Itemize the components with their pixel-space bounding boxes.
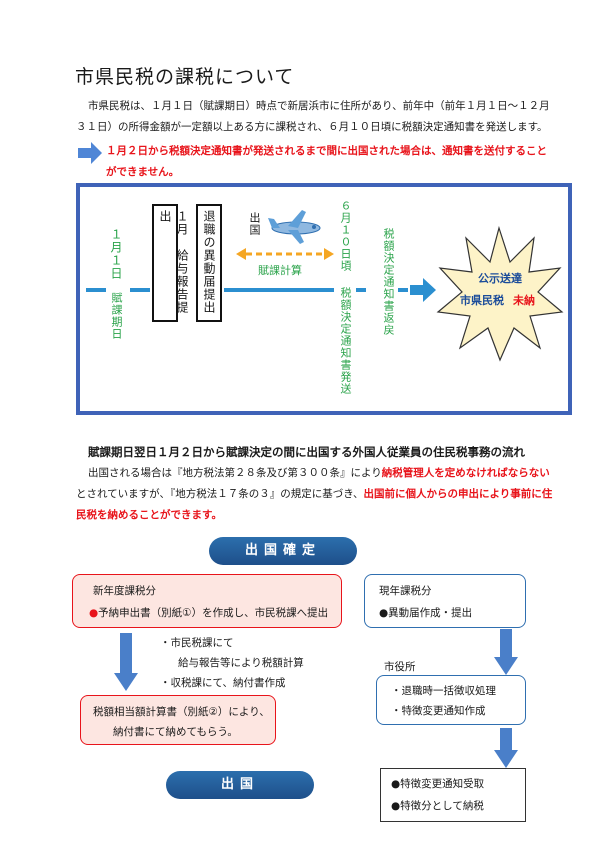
salary-report-text: １月 給与報告提出	[158, 210, 189, 314]
airplane-icon	[268, 210, 321, 244]
calc-box-line-1: 税額相当額計算書（別紙②）により、	[93, 706, 270, 718]
new-year-box: 新年度課税分 ●予納申出書（別紙①）を作成し、市民税課へ提出	[72, 574, 342, 628]
salary-report-box: １月 給与報告提出	[152, 204, 189, 322]
page-title: 市県民税の課税について	[75, 66, 295, 88]
intro-line-2: ３１日）の所得金額が一定額以上ある方に課税され、６月１０日頃に税額決定通知書を発…	[76, 121, 548, 133]
jan1-label: １月１日	[109, 228, 123, 280]
section2-p3: 民税を納めることができます。	[76, 509, 222, 521]
new-year-title: 新年度課税分	[93, 585, 156, 597]
bullet-icon: ●	[89, 607, 99, 619]
intro-line-1: 市県民税は、１月１日（賦課期日）時点で新居浜市に住所があり、前年中（前年１月１日…	[88, 100, 550, 112]
shukkoku-label: 出国	[248, 212, 261, 236]
right-down-arrow-2-icon	[494, 728, 518, 768]
city-label: 市役所	[384, 661, 416, 673]
section2-p1a: 出国される場合は『地方税法第２８条及び第３００条』により	[88, 467, 382, 479]
june10-label: ６月１０日頃	[339, 200, 352, 272]
retire-report-box: 退職の異動届提出	[196, 204, 222, 322]
city-box: ・退職時一括徴収処理 ・特徴変更通知作成	[376, 675, 526, 725]
notice-arrow-icon	[78, 142, 102, 164]
city-item-1: ・退職時一括徴収処理	[391, 685, 496, 697]
calc-box-line-2: 納付書にて納めてもらう。	[113, 726, 238, 738]
mid-a1: ・市民税課にて	[160, 637, 234, 649]
section2-p2a: とされていますが、『地方税法１７条の３』の規定に基づき、	[76, 488, 364, 500]
depart-pill: 出国	[166, 771, 314, 799]
star-text-1: 公示送達	[478, 272, 522, 285]
final-box: ●特徴変更通知受取 ●特徴分として納税	[380, 768, 526, 822]
burst-star-icon	[436, 225, 564, 362]
timeline-arrow-icon	[410, 278, 436, 302]
confirm-pill: 出国確定	[209, 537, 357, 565]
calc-label: 賦課計算	[258, 264, 302, 277]
timeline-line-seg-2	[356, 288, 366, 292]
notice-line-2: ができません。	[106, 166, 180, 178]
section2-p2b: 出国前に個人からの申出により事前に住	[363, 488, 553, 500]
final-item-1: ●特徴変更通知受取	[391, 778, 485, 790]
timeline-frame	[76, 183, 572, 415]
timeline-line-seg-3	[398, 288, 408, 292]
final-item-2: ●特徴分として納税	[391, 800, 484, 812]
city-item-2: ・特徴変更通知作成	[391, 705, 486, 717]
current-year-item: ●異動届作成・提出	[379, 607, 473, 619]
left-down-arrow-icon	[114, 633, 138, 691]
timeline-line-seg	[130, 288, 150, 292]
fuka-label: 賦課期日	[110, 292, 123, 340]
current-year-box: 現年課税分 ●異動届作成・提出	[364, 574, 526, 628]
new-year-item: 予納申出書（別紙①）を作成し、市民税課へ提出	[98, 607, 329, 619]
star-text-2a: 市県民税	[460, 294, 504, 307]
current-year-title: 現年課税分	[379, 585, 432, 597]
notice-line-1: １月２日から税額決定通知書が発送されるまで間に出国された場合は、通知書を送付する…	[106, 145, 547, 157]
timeline-line-start	[86, 288, 106, 292]
retire-report-text: 退職の異動届提出	[202, 210, 216, 314]
right-down-arrow-icon	[494, 629, 518, 675]
section2-heading: 賦課期日翌日１月２日から賦課決定の間に出国する外国人従業員の住民税事務の流れ	[88, 445, 525, 459]
star-text-2b: 未納	[513, 294, 535, 307]
section2-p1b: 納税管理人を定めなければならない	[381, 467, 550, 479]
calc-range-arrow-icon	[236, 248, 334, 260]
returned-label: 税額決定通知書返戻	[382, 228, 395, 336]
mid-a2: 給与報告等により税額計算	[178, 657, 304, 669]
calc-box: 税額相当額計算書（別紙②）により、 納付書にて納めてもらう。	[80, 695, 276, 745]
mid-b: ・収税課にて、納付書作成	[160, 677, 286, 689]
notice-sent-label: 税額決定通知書発送	[339, 287, 352, 395]
timeline-line	[224, 288, 334, 292]
